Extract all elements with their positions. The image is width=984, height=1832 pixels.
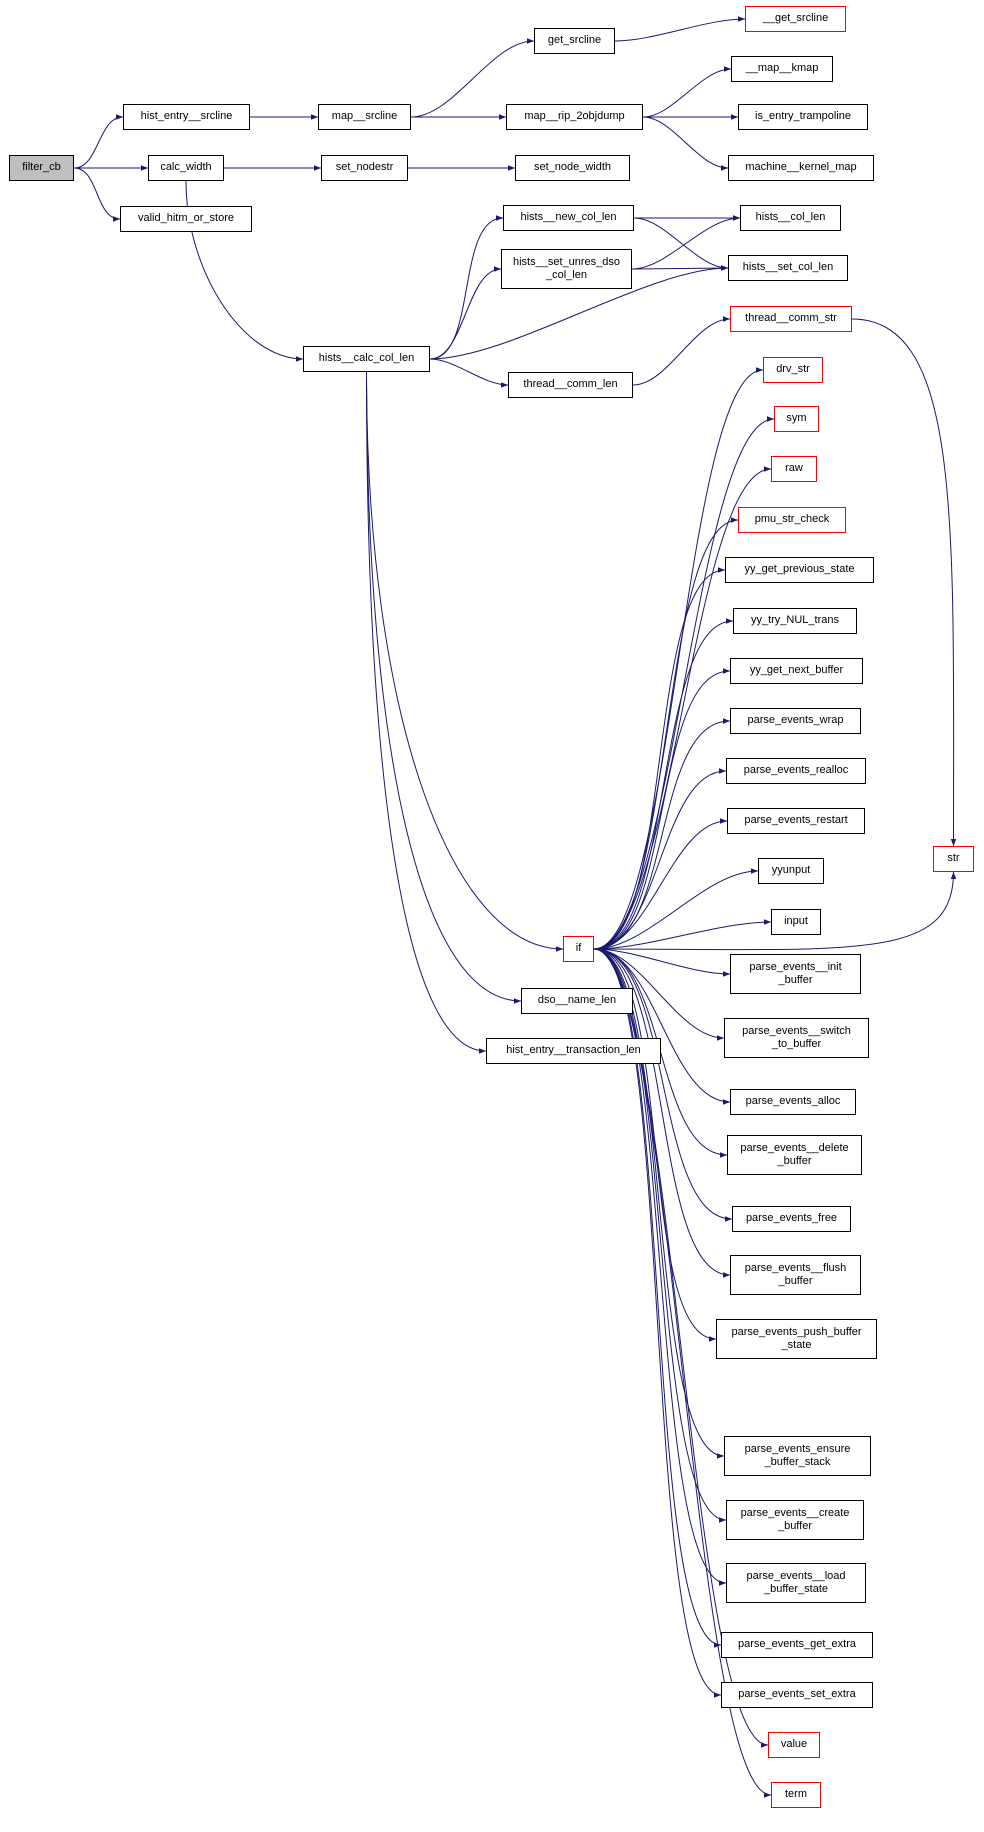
node-hists-col-len[interactable]: hists__col_len — [740, 205, 841, 231]
node-dso-name-len[interactable]: dso__name_len — [521, 988, 633, 1014]
edge-if-to-yy_get_previous_state — [593, 567, 726, 950]
node-parse-events-wrap[interactable]: parse_events_wrap — [730, 708, 861, 734]
node-parse-events-delete-buffer[interactable]: parse_events__delete _buffer — [727, 1135, 862, 1175]
node-yy-try-NUL-trans[interactable]: yy_try_NUL_trans — [733, 608, 857, 634]
node-sym[interactable]: sym — [774, 406, 819, 432]
node-machine-kernel-map[interactable]: machine__kernel_map — [728, 155, 874, 181]
node-map-kmap[interactable]: __map__kmap — [731, 56, 833, 82]
node-set-nodestr[interactable]: set_nodestr — [321, 155, 408, 181]
edge-if-to-parse_events_free — [593, 948, 733, 1222]
node-parse-events-set-extra[interactable]: parse_events_set_extra — [721, 1682, 873, 1708]
edge-map__rip_2objdump-to-machine__kernel_map — [642, 116, 729, 171]
edge-hists__calc_col_len-to-hists__set_unres_dso_col_len — [429, 266, 502, 360]
node-thread-comm-str[interactable]: thread__comm_str — [730, 306, 852, 332]
edge-hists__calc_col_len-to-thread__comm_len — [429, 358, 509, 388]
edge-if-to-parse_events_restart — [593, 818, 728, 950]
edge-filter_cb-to-valid_hitm_or_store — [73, 167, 121, 222]
edge-if-to-yy_get_next_buffer — [593, 668, 731, 950]
node-drv-str[interactable]: drv_str — [763, 357, 823, 383]
node-hist-entry-srcline[interactable]: hist_entry__srcline — [123, 104, 250, 130]
edge-hists__calc_col_len-to-hist_entry__transaction_len — [366, 371, 487, 1054]
edge-thread__comm_str-to-str — [851, 318, 957, 847]
edge-hists__new_col_len-to-hists__set_col_len — [633, 217, 729, 271]
edge-thread__comm_len-to-thread__comm_str — [632, 316, 731, 386]
edge-hists__set_unres_dso_col_len-to-hists__set_col_len — [631, 265, 729, 271]
edge-if-to-parse_events_wrap — [593, 718, 731, 950]
node-hists-calc-col-len[interactable]: hists__calc_col_len — [303, 346, 430, 372]
node-yy-get-previous-state[interactable]: yy_get_previous_state — [725, 557, 874, 583]
node-raw[interactable]: raw — [771, 456, 817, 482]
edge-hists__calc_col_len-to-hists__new_col_len — [429, 215, 504, 360]
node-yy-get-next-buffer[interactable]: yy_get_next_buffer — [730, 658, 863, 684]
node-parse-events-switch-to-buffer[interactable]: parse_events__switch _to_buffer — [724, 1018, 869, 1058]
edge-if-to-sym — [593, 416, 775, 950]
edge-hists__calc_col_len-to-dso__name_len — [366, 371, 522, 1004]
edge-if-to-term — [593, 948, 772, 1798]
node-calc-width[interactable]: calc_width — [148, 155, 224, 181]
edge-hists__calc_col_len-to-if — [366, 371, 564, 952]
edge-if-to-parse_events_realloc — [593, 768, 727, 950]
edge-if-to-drv_str — [593, 367, 764, 950]
edge-if-to-parse_events__flush_buffer — [593, 948, 731, 1278]
node-if[interactable]: if — [563, 936, 594, 962]
node-parse-events-ensure-buffer-stack[interactable]: parse_events_ensure _buffer_stack — [724, 1436, 871, 1476]
node-parse-events-realloc[interactable]: parse_events_realloc — [726, 758, 866, 784]
node-hists-set-col-len[interactable]: hists__set_col_len — [728, 255, 848, 281]
node-hists-set-unres-dso-col-len[interactable]: hists__set_unres_dso _col_len — [501, 249, 632, 289]
edge-get_srcline-to-__get_srcline — [614, 16, 746, 42]
edge-if-to-parse_events_ensure_buffer_stack — [593, 948, 725, 1459]
edge-if-to-pmu_str_check — [593, 517, 739, 950]
node-get-srcline[interactable]: get_srcline — [534, 28, 615, 54]
node-hists-new-col-len[interactable]: hists__new_col_len — [503, 205, 634, 231]
node-value[interactable]: value — [768, 1732, 820, 1758]
node-is-entry-trampoline[interactable]: is_entry_trampoline — [738, 104, 868, 130]
node-pmu-str-check[interactable]: pmu_str_check — [738, 507, 846, 533]
node-parse-events-alloc[interactable]: parse_events_alloc — [730, 1089, 856, 1115]
edge-map__srcline-to-get_srcline — [410, 38, 535, 118]
node-map-srcline[interactable]: map__srcline — [318, 104, 411, 130]
edge-hists__calc_col_len-to-hists__set_col_len — [429, 265, 729, 360]
edge-if-to-yyunput — [593, 868, 759, 950]
edge-if-to-yy_try_NUL_trans — [593, 618, 734, 950]
node-get-srcline[interactable]: __get_srcline — [745, 6, 846, 32]
node-parse-events-free[interactable]: parse_events_free — [732, 1206, 851, 1232]
node-valid-hitm-or-store[interactable]: valid_hitm_or_store — [120, 206, 252, 232]
node-input[interactable]: input — [771, 909, 821, 935]
node-parse-events-restart[interactable]: parse_events_restart — [727, 808, 865, 834]
edge-filter_cb-to-hist_entry__srcline — [73, 114, 124, 169]
node-set-node-width[interactable]: set_node_width — [515, 155, 630, 181]
node-yyunput[interactable]: yyunput — [758, 858, 824, 884]
node-map-rip-2objdump[interactable]: map__rip_2objdump — [506, 104, 643, 130]
edge-map__rip_2objdump-to-__map__kmap — [642, 66, 732, 118]
edge-if-to-parse_events__create_buffer — [593, 948, 727, 1523]
node-parse-events-flush-buffer[interactable]: parse_events__flush _buffer — [730, 1255, 861, 1295]
node-parse-events-load-buffer-state[interactable]: parse_events__load _buffer_state — [726, 1563, 866, 1603]
edge-hists__set_unres_dso_col_len-to-hists__col_len — [631, 215, 741, 270]
node-thread-comm-len[interactable]: thread__comm_len — [508, 372, 633, 398]
edge-if-to-parse_events__load_buffer_state — [593, 948, 727, 1586]
node-filter-cb[interactable]: filter_cb — [9, 155, 74, 181]
node-parse-events-push-buffer-state[interactable]: parse_events_push_buffer _state — [716, 1319, 877, 1359]
node-parse-events-create-buffer[interactable]: parse_events__create _buffer — [726, 1500, 864, 1540]
edge-if-to-str — [593, 871, 957, 951]
node-hist-entry-transaction-len[interactable]: hist_entry__transaction_len — [486, 1038, 661, 1064]
edge-if-to-input — [593, 919, 772, 950]
node-str[interactable]: str — [933, 846, 974, 872]
edge-if-to-parse_events__init_buffer — [593, 948, 731, 977]
node-parse-events-init-buffer[interactable]: parse_events__init _buffer — [730, 954, 861, 994]
node-term[interactable]: term — [771, 1782, 821, 1808]
node-parse-events-get-extra[interactable]: parse_events_get_extra — [721, 1632, 873, 1658]
